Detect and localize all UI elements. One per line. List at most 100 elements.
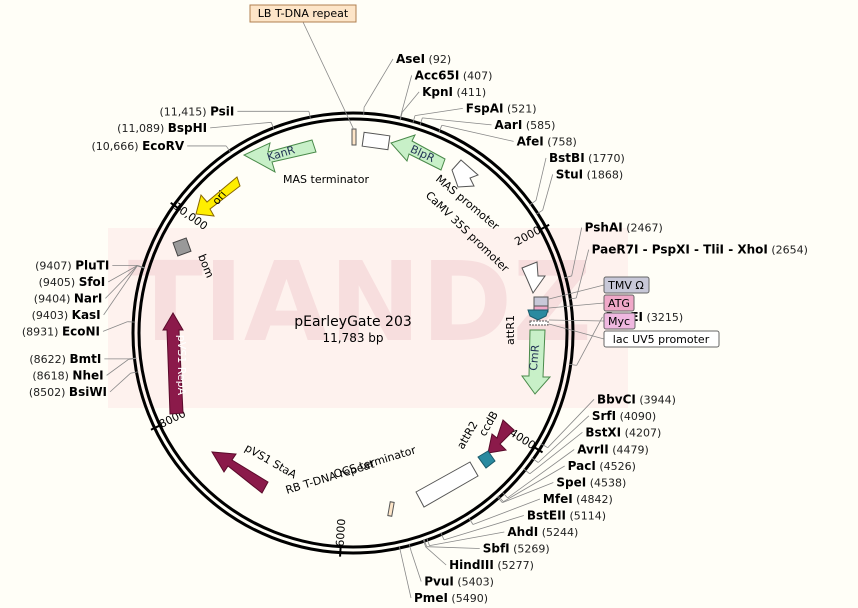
tick-mark [150,423,163,431]
site-leader-line [542,174,554,211]
watermark-text: TIANDZ [128,238,592,366]
site-position: (5403) [454,576,494,589]
site-tick [398,545,402,554]
blpr-arrow [390,134,446,171]
site-tick [225,145,232,153]
site-name: AfeI [517,134,544,148]
site-leader-line [575,249,590,299]
restriction-site-label[interactable]: BstBI (1770) [549,151,625,165]
site-tick [496,496,503,503]
ori-arrow [195,176,241,217]
site-tick [497,495,504,502]
restriction-site-label[interactable]: SbfI (5269) [483,542,550,556]
site-leader-line [401,75,413,113]
site-leader-line [105,265,138,299]
restriction-site-label[interactable]: FspAI (521) [466,101,537,115]
site-name: KpnI [422,85,453,99]
site-name: PshAI [585,221,623,235]
restriction-site-label[interactable]: (9403) KasI [32,308,101,322]
myc-box [529,320,549,326]
restriction-site-label[interactable]: BstEII (5114) [527,509,606,523]
cmr-arrow [521,329,552,395]
restriction-site-label[interactable]: (9407) PluTI [35,258,109,272]
restriction-site-label[interactable]: (11,089) BspHI [117,121,207,135]
site-position: (2654) [768,244,808,257]
site-position: (407) [459,69,492,82]
restriction-site-label[interactable]: (8622) BmtI [29,352,101,366]
restriction-site-label[interactable]: KpnI (411) [422,85,486,99]
lb-tdna-label: LB T-DNA repeat [258,7,349,20]
restriction-site-label[interactable]: (8618) NheI [32,368,103,382]
site-tick [137,265,145,269]
site-position: (411) [453,86,486,99]
mas-terminator-label: MAS terminator [283,173,369,186]
attr2-label: attR2 [454,419,480,451]
restriction-site-label[interactable]: PaeR7I - PspXI - TliI - XhoI (2654) [592,243,808,257]
site-position: (10,666) [91,140,142,153]
site-name: PaeR7I - PspXI - TliI - XhoI [592,243,768,257]
site-leader-line [571,227,583,277]
restriction-site-label[interactable]: BstXI (4207) [585,425,661,439]
kanr-label: KanR [266,143,297,164]
restriction-site-label[interactable]: Acc65I (407) [415,68,493,82]
lac-uv5-leader [548,323,605,340]
restriction-site-label[interactable]: AseI (92) [396,52,451,66]
restriction-site-label[interactable]: HindIII (5277) [449,558,534,572]
restriction-site-label[interactable]: AvrII (4479) [577,443,649,457]
rb-tdna-label: RB T-DNA repeat [284,457,376,497]
restriction-site-label[interactable]: (8502) BsiWI [29,385,107,399]
tick-label: 6000 [334,518,349,547]
restriction-site-label[interactable]: (9404) NarI [34,291,103,305]
site-name: PmeI [414,591,448,605]
blpr-label: BlpR [408,143,437,166]
site-tick [128,358,137,360]
site-tick [438,125,443,133]
restriction-site-label[interactable]: PvuI (5403) [424,575,494,589]
site-name: BsiWI [69,385,107,399]
site-leader-line [507,449,575,499]
site-leader-line [103,265,138,316]
restriction-site-label[interactable]: PmeI (5490) [414,591,488,605]
site-name: BspHI [168,121,207,135]
site-position: (8618) [32,369,72,382]
site-leader-line [401,91,420,113]
restriction-site-label[interactable]: PacI (4526) [568,459,636,473]
restriction-site-label[interactable]: (10,666) EcoRV [91,139,184,153]
restriction-site-label[interactable]: AhdI (5244) [507,525,578,539]
attr1-marker [527,309,549,321]
site-name: SrfI [592,409,616,423]
site-position: (5269) [510,543,550,556]
site-leader-line [529,432,583,475]
tick-mark [531,445,544,454]
myc-leader [548,319,605,322]
restriction-site-label[interactable]: (9405) SfoI [39,275,106,289]
restriction-site-label[interactable]: AfeI (758) [517,134,577,148]
restriction-site-label[interactable]: SrfI (4090) [592,409,656,423]
ccdb-label: ccdB [476,409,501,439]
restriction-site-label[interactable]: (11,415) PsiI [159,104,234,118]
site-position: (4842) [573,493,613,506]
site-tick [270,122,275,130]
site-position: (4207) [621,426,661,439]
site-position: (8931) [22,325,62,338]
site-leader-line [503,465,565,503]
site-position: (4090) [616,410,656,423]
restriction-site-label[interactable]: AarI (585) [495,118,556,132]
restriction-site-label[interactable]: (8931) EcoNI [22,324,100,338]
site-tick [501,491,508,499]
site-name: MfeI [543,492,573,506]
site-leader-line [576,316,603,366]
restriction-site-label[interactable]: StuI (1868) [556,167,623,181]
site-leader-line [537,415,590,463]
site-name: StuI [556,167,583,181]
restriction-site-label[interactable]: BbvCI (3944) [597,392,676,406]
restriction-site-label[interactable]: PshAI (2467) [585,221,663,235]
site-tick [128,357,137,360]
site-tick [568,297,577,300]
restriction-site-label[interactable]: SpeI (4538) [556,476,626,490]
site-leader-line [429,531,505,547]
restriction-site-label[interactable]: MfeI (4842) [543,492,613,506]
mas-promoter-arrow [451,159,479,188]
site-position: (758) [544,135,577,148]
